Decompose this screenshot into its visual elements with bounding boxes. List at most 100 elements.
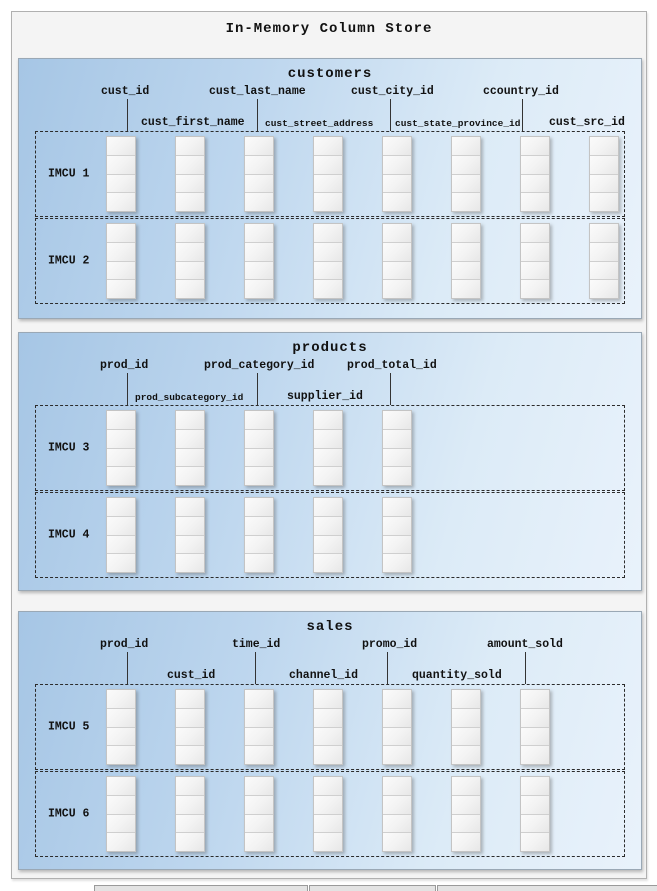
- column-cell: [314, 411, 342, 430]
- column-vector: [451, 689, 481, 765]
- column-cell: [245, 690, 273, 709]
- column-cell: [245, 448, 273, 468]
- column-label: cust_street_address: [265, 118, 374, 129]
- column-label: cust_state_province_id: [395, 118, 521, 129]
- column-cell: [245, 411, 273, 430]
- column-vectors: [106, 136, 619, 212]
- column-label: supplier_id: [287, 390, 363, 403]
- column-cell: [452, 777, 480, 796]
- column-label: promo_id: [362, 638, 418, 651]
- column-cell: [314, 746, 342, 764]
- column-cell: [383, 814, 411, 834]
- column-cell: [521, 261, 549, 281]
- column-cell: [521, 814, 549, 834]
- column-vectors: [106, 497, 412, 573]
- column-vector: [244, 136, 274, 212]
- column-label: channel_id: [289, 669, 359, 682]
- column-cell: [521, 746, 549, 764]
- column-cell: [314, 690, 342, 709]
- column-vector: [106, 689, 136, 765]
- column-cell: [107, 411, 135, 430]
- column-cell: [245, 224, 273, 243]
- imcu-label: IMCU 5: [48, 720, 90, 734]
- column-cell: [314, 261, 342, 281]
- column-vector: [244, 689, 274, 765]
- column-cell: [383, 174, 411, 194]
- table-panel-products: products prod_id prod_category_id prod_t…: [18, 332, 642, 591]
- column-cell: [521, 708, 549, 728]
- column-cell: [452, 690, 480, 709]
- column-vector: [313, 410, 343, 486]
- column-cell: [314, 467, 342, 485]
- column-cell: [245, 261, 273, 281]
- column-cell: [176, 411, 204, 430]
- column-label: cust_id: [101, 85, 150, 98]
- column-cell: [590, 261, 618, 281]
- column-cell: [245, 467, 273, 485]
- column-label: prod_category_id: [204, 359, 315, 372]
- column-cell: [521, 242, 549, 262]
- column-vector: [313, 497, 343, 573]
- label-connector-line: [257, 99, 258, 131]
- label-connector-line: [390, 99, 391, 131]
- column-cell: [245, 746, 273, 764]
- column-vector: [451, 776, 481, 852]
- column-cell: [107, 795, 135, 815]
- column-cell: [452, 727, 480, 747]
- column-cell: [245, 516, 273, 536]
- label-connector-line: [255, 652, 256, 684]
- column-label: prod_id: [100, 359, 149, 372]
- diagram-title: In-Memory Column Store: [225, 21, 433, 37]
- column-cell: [383, 224, 411, 243]
- column-cell: [176, 137, 204, 156]
- column-cell: [383, 261, 411, 281]
- label-connector-line: [127, 652, 128, 684]
- column-cell: [107, 155, 135, 175]
- column-vector: [382, 136, 412, 212]
- column-cell: [314, 242, 342, 262]
- column-cell: [176, 429, 204, 449]
- label-connector-line: [387, 652, 388, 684]
- column-cell: [521, 727, 549, 747]
- column-label: amount_sold: [487, 638, 563, 651]
- imcu-box: IMCU 5: [35, 684, 625, 770]
- column-cell: [452, 174, 480, 194]
- column-cell: [590, 224, 618, 243]
- column-vector: [175, 497, 205, 573]
- column-cell: [314, 535, 342, 555]
- column-cell: [176, 833, 204, 851]
- column-vector: [175, 136, 205, 212]
- column-cell: [452, 193, 480, 211]
- table-title: sales: [306, 619, 354, 635]
- column-vector: [175, 689, 205, 765]
- column-cell: [452, 795, 480, 815]
- column-vector: [451, 136, 481, 212]
- column-label: cust_id: [167, 669, 216, 682]
- cropped-bottom-shape: [437, 885, 657, 891]
- column-vector: [175, 776, 205, 852]
- column-cell: [314, 554, 342, 572]
- column-cell: [383, 708, 411, 728]
- imcu-box: IMCU 1: [35, 131, 625, 217]
- column-cell: [383, 448, 411, 468]
- column-vector: [589, 223, 619, 299]
- column-cell: [176, 814, 204, 834]
- column-cell: [176, 448, 204, 468]
- column-vector: [382, 410, 412, 486]
- column-cell: [245, 727, 273, 747]
- column-cell: [383, 193, 411, 211]
- column-cell: [590, 242, 618, 262]
- column-cell: [245, 795, 273, 815]
- column-cell: [107, 746, 135, 764]
- column-cell: [176, 795, 204, 815]
- column-vector: [313, 223, 343, 299]
- column-vector: [313, 776, 343, 852]
- column-cell: [314, 814, 342, 834]
- column-vector: [106, 776, 136, 852]
- column-vectors: [106, 689, 550, 765]
- column-cell: [176, 261, 204, 281]
- column-vector: [106, 497, 136, 573]
- column-cell: [107, 554, 135, 572]
- column-cell: [245, 535, 273, 555]
- column-cell: [245, 155, 273, 175]
